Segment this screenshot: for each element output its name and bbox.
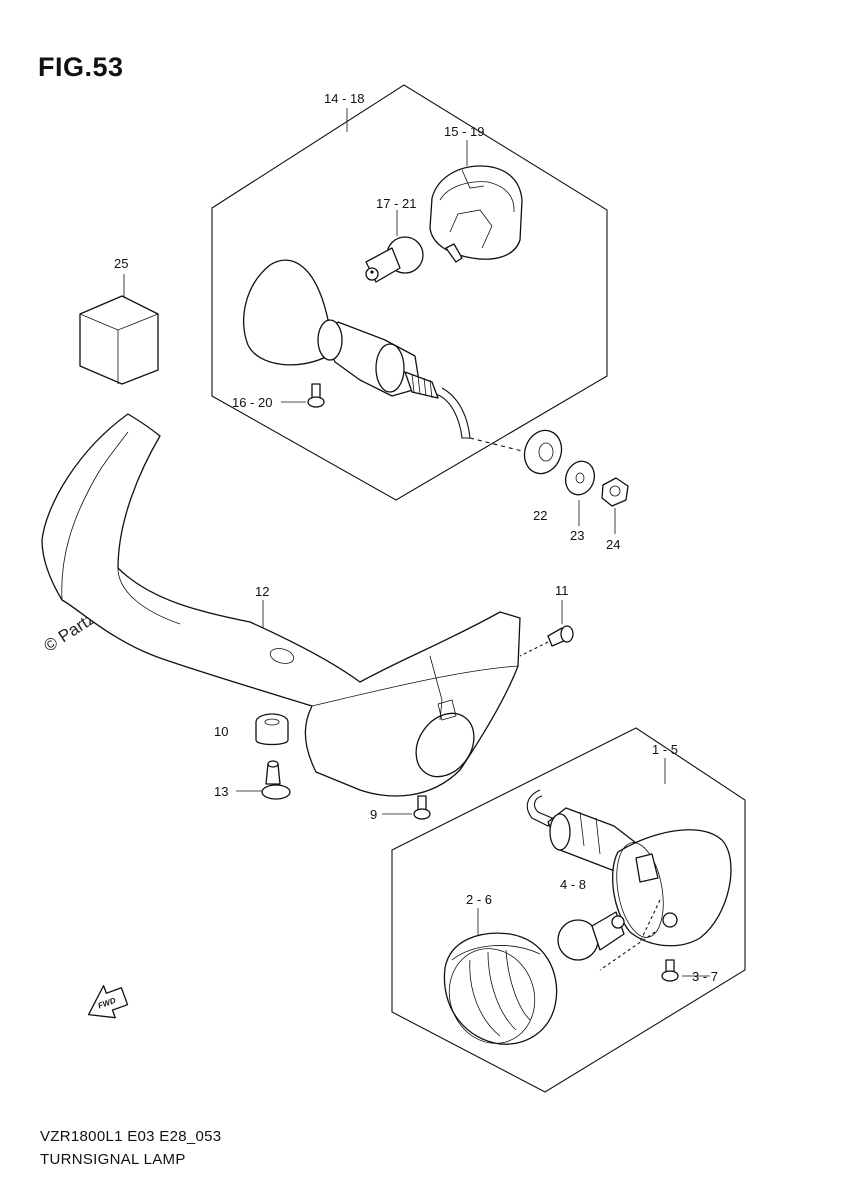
callout-16-20: 16 - 20 (232, 395, 272, 410)
cushion-10: 10 (214, 713, 289, 746)
nut-24 (601, 477, 629, 507)
body-rear-ring (375, 343, 405, 393)
callout-23: 23 (570, 528, 584, 543)
callout-14-18: 14 - 18 (324, 91, 364, 106)
callout-4-8: 4 - 8 (560, 877, 586, 892)
front-turnsignal-group: 1 - 5 4 - 8 2 - 6 3 - 7 (391, 727, 746, 1093)
group-outline-lower (391, 727, 746, 1093)
screw-9: 9 (370, 795, 431, 822)
turnsignal-relay: 25 (79, 256, 159, 385)
forward-arrow-icon: FWD (87, 985, 129, 1019)
callout-9: 9 (370, 807, 377, 822)
turnsignal-lens-front (443, 932, 558, 1045)
callout-3-7: 3 - 7 (692, 969, 718, 984)
turnsignal-bracket: 12 (41, 413, 521, 797)
group-outline-upper (211, 84, 608, 501)
turnsignal-housing-front (612, 829, 732, 947)
callout-10: 10 (214, 724, 228, 739)
turnsignal-lens-rear (242, 259, 331, 366)
grommet-22 (523, 429, 563, 475)
mounting-hardware: 22 23 24 (469, 429, 629, 552)
model-code: VZR1800L1 E03 E28_053 (40, 1128, 222, 1145)
callout-22: 22 (533, 508, 547, 523)
section-title: TURNSIGNAL LAMP (40, 1151, 186, 1168)
lamp-socket-rear (429, 165, 523, 260)
rear-turnsignal-group: 14 - 18 15 - 19 17 - 21 16 - 20 (211, 84, 608, 501)
stud-bolt-rear (404, 371, 439, 399)
screw-3-7 (661, 959, 679, 982)
bracket-hole (415, 712, 475, 778)
callout-11: 11 (555, 583, 569, 598)
screw-11: 11 (519, 583, 574, 657)
callout-13: 13 (214, 784, 228, 799)
wire-rear (435, 387, 471, 439)
callout-1-5: 1 - 5 (652, 742, 678, 757)
callout-24: 24 (606, 537, 620, 552)
callout-2-6: 2 - 6 (466, 892, 492, 907)
figure-title: FIG.53 (38, 52, 124, 82)
callout-25: 25 (114, 256, 128, 271)
body-front-ring (317, 319, 343, 361)
callout-15-19: 15 - 19 (444, 124, 484, 139)
callout-17-21: 17 - 21 (376, 196, 416, 211)
screw-16-20 (307, 383, 325, 408)
bolt-13: 13 (214, 760, 291, 800)
washer-23 (564, 460, 596, 496)
callout-12: 12 (255, 584, 269, 599)
